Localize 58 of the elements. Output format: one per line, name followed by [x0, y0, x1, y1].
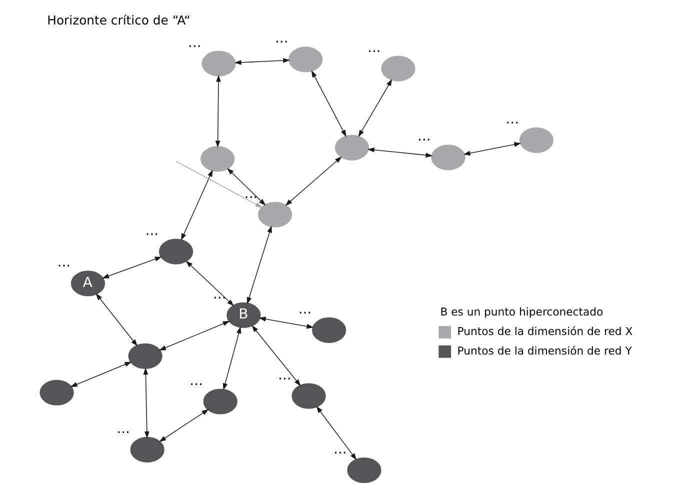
- node-circle: [518, 127, 553, 153]
- node-label: ...: [333, 442, 346, 458]
- arrow: [358, 79, 392, 137]
- arrow: [258, 316, 314, 329]
- label: B es un punto hiperconectado: [440, 306, 603, 319]
- arrow: [234, 58, 290, 65]
- node-circle: [291, 383, 326, 409]
- legend-label: Puntos de la dimensión de red Y: [456, 344, 632, 358]
- node-circle: [128, 343, 162, 369]
- arrow: [366, 148, 432, 158]
- arrow: [95, 293, 138, 346]
- node-label: ...: [417, 128, 430, 145]
- arrow: [158, 409, 208, 442]
- node-circle: [202, 388, 237, 414]
- arrow: [158, 320, 230, 350]
- arrow: [462, 142, 521, 156]
- node-label: ...: [505, 111, 519, 128]
- node-label: ...: [116, 420, 130, 437]
- node-circle: [288, 46, 322, 72]
- node-label: ...: [278, 367, 291, 384]
- arrow: [284, 156, 342, 206]
- arrow: [180, 170, 212, 241]
- node-circle: [334, 134, 369, 160]
- arrow: [214, 74, 220, 148]
- node-label: ...: [56, 254, 70, 271]
- node-circle: [430, 144, 465, 170]
- arrow: [310, 70, 346, 137]
- arrow: [142, 368, 149, 438]
- node-circle: [312, 317, 346, 344]
- arrow: [246, 226, 272, 304]
- node-circle: [130, 436, 164, 462]
- node-label: ...: [367, 40, 380, 56]
- node-ellipse: B: [226, 302, 260, 328]
- node-ellipse: A: [70, 270, 105, 296]
- arrow: [316, 406, 356, 460]
- node-label: ...: [298, 301, 312, 318]
- arrow: [226, 168, 266, 206]
- legend-label: Puntos de la dimensión de red X: [456, 325, 632, 338]
- arrow: [222, 326, 241, 390]
- node-circle: [346, 457, 381, 484]
- node-label: ...: [274, 30, 288, 47]
- node-label: ...: [188, 34, 201, 51]
- node-circle: [201, 50, 236, 76]
- node-circle: [380, 56, 415, 82]
- node-circle: [39, 380, 74, 406]
- node-label: ...: [212, 286, 226, 302]
- node-label: ...: [244, 186, 258, 202]
- node-label: ...: [189, 372, 202, 389]
- arrow: [175, 160, 266, 208]
- arrow: [251, 325, 300, 386]
- arrow: [102, 256, 162, 278]
- arrow: [70, 362, 132, 388]
- node-label: ...: [144, 222, 158, 239]
- node-circle: [158, 238, 193, 264]
- arrow: [185, 260, 234, 306]
- node-circle: [258, 202, 292, 228]
- diagram-title: Horizonte crítico de “A“: [46, 12, 190, 28]
- node-circle: [200, 146, 234, 172]
